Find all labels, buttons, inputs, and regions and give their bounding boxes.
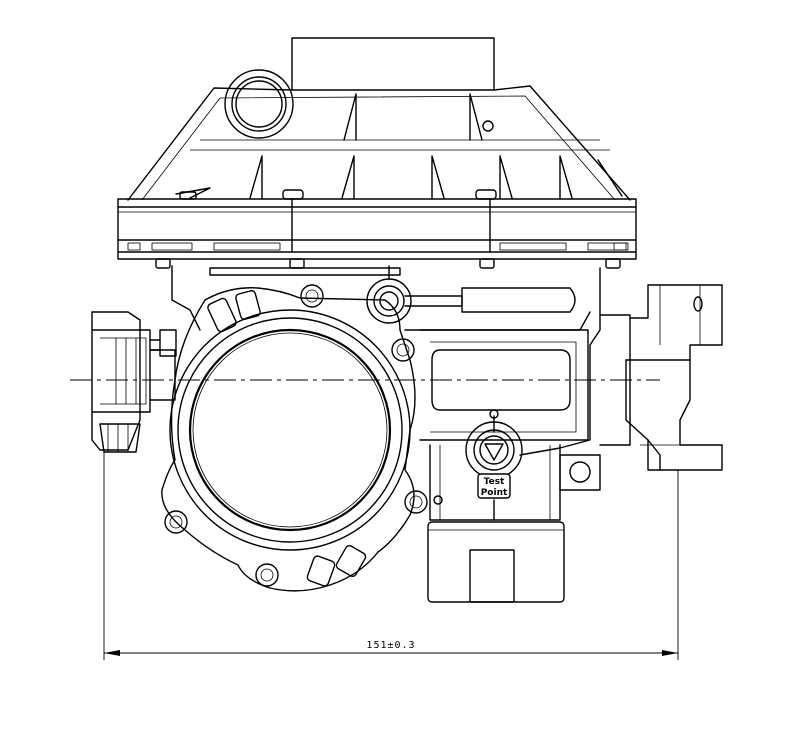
left-fitting [91, 311, 176, 453]
test-point-label-line2: Point [481, 488, 508, 498]
dimension: 151±0.3 [103, 452, 679, 660]
top-cover [127, 37, 631, 201]
flange-ring [161, 284, 443, 592]
shaft-sensor [366, 265, 591, 331]
main-body [149, 265, 601, 603]
dimension-label: 151±0.3 [366, 640, 415, 651]
flange-band [117, 198, 637, 269]
dimension-arrow-left [104, 650, 120, 656]
bolt-lower-right [404, 490, 428, 514]
test-point-label-line1: Test [484, 477, 505, 487]
right-fitting [599, 284, 723, 471]
test-point: Test Point [465, 409, 523, 499]
bolt-left [164, 510, 188, 534]
dimension-arrow-right [662, 650, 678, 656]
bolt-bottom [255, 563, 279, 587]
bolt-right [391, 338, 415, 362]
bolt-top [300, 284, 324, 308]
